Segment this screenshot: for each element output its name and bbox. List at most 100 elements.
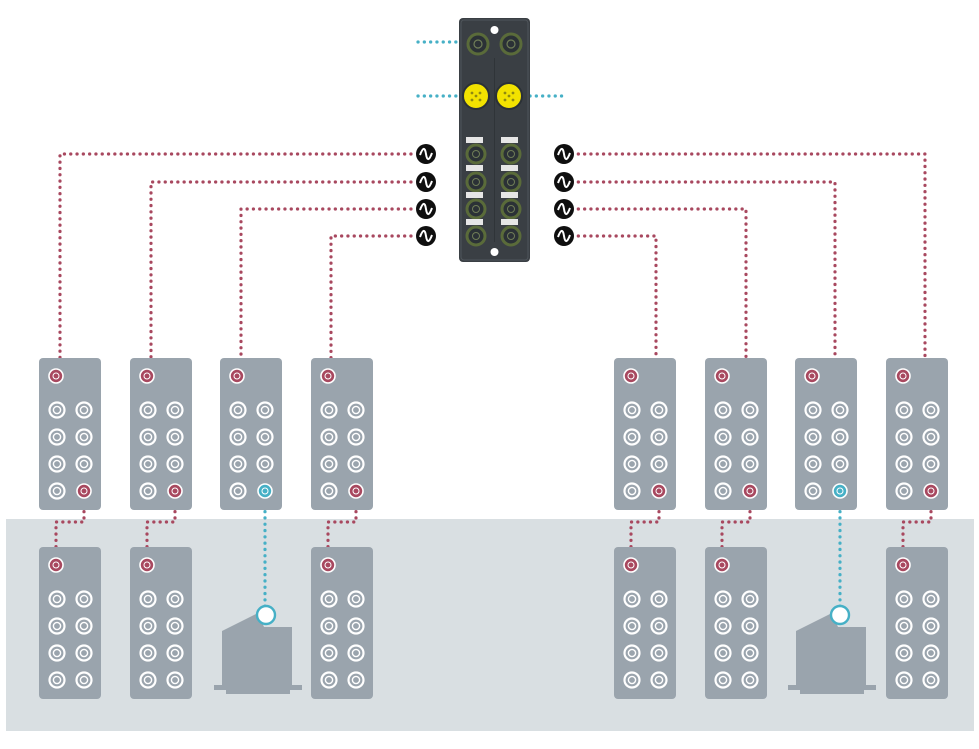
link-right-0 [570, 152, 927, 370]
hub-module-top-1[interactable] [39, 358, 101, 510]
master-io-port-5[interactable] [500, 198, 522, 220]
hub-module-bottom-6-port [741, 617, 759, 635]
hub-module-top-5-port [623, 428, 641, 446]
hub-module-top-7[interactable] [795, 358, 857, 510]
hub-module-top-2[interactable] [130, 358, 192, 510]
hub-module-bottom-1[interactable] [39, 547, 101, 699]
hub-module-bottom-4-port-inner [324, 648, 334, 658]
actuator-device-3[interactable] [214, 604, 302, 694]
hub-module-bottom-6-link-port-inner [718, 561, 726, 569]
sine-wave-icon-right-0-wave [557, 147, 571, 161]
hub-module-bottom-4-link-port [320, 557, 336, 573]
hub-module-top-1-out-port [76, 483, 92, 499]
actuator-device-3-foot [226, 690, 290, 694]
hub-module-top-4-port [320, 455, 338, 473]
hub-module-top-8[interactable] [886, 358, 948, 510]
hub-module-bottom-1-port [48, 590, 66, 608]
master-io-port-1[interactable] [500, 143, 522, 165]
hub-module-top-7-out-port-inner [836, 487, 844, 495]
hub-module-top-4-link-port [320, 368, 336, 384]
hub-module-bottom-5-port-inner [654, 675, 664, 685]
hub-module-bottom-2-port [139, 590, 157, 608]
hub-module-bottom-4[interactable] [311, 547, 373, 699]
hub-module-top-4-port [320, 428, 338, 446]
master-io-port-7[interactable] [500, 225, 522, 247]
master-power-pin [503, 91, 507, 95]
hub-module-bottom-6[interactable] [705, 547, 767, 699]
hub-module-bottom-2-port-inner [143, 621, 153, 631]
link-chain-5 [720, 497, 752, 559]
hub-module-top-6-port [741, 455, 759, 473]
hub-module-top-7-link-port [804, 368, 820, 384]
hub-module-bottom-4-port [347, 671, 365, 689]
hub-module-top-5-out-port [651, 483, 667, 499]
signal-icon-layer [416, 144, 574, 246]
hub-module-top-8-out-port-inner [927, 487, 935, 495]
io-link-master[interactable] [459, 18, 530, 262]
hub-module-bottom-8-port-inner [899, 621, 909, 631]
actuator-device-3-body [222, 613, 292, 685]
hub-module-bottom-5-port-inner [654, 621, 664, 631]
master-ethernet-port-inner-0 [473, 39, 483, 49]
hub-module-bottom-1-port [48, 671, 66, 689]
hub-module-top-4[interactable] [311, 358, 373, 510]
hub-module-top-3-port [229, 482, 247, 500]
hub-module-top-6-port-inner [745, 405, 755, 415]
hub-module-bottom-1-port [75, 617, 93, 635]
hub-module-top-1-port-inner [52, 459, 62, 469]
master-io-port-6[interactable] [465, 225, 487, 247]
hub-module-bottom-4-port-inner [324, 621, 334, 631]
hub-module-top-3-port-inner [233, 486, 243, 496]
hub-module-bottom-6-link-port [714, 557, 730, 573]
master-ethernet-port-1[interactable] [499, 32, 523, 56]
hub-module-top-6[interactable] [705, 358, 767, 510]
hub-module-bottom-1-port [75, 671, 93, 689]
hub-module-top-5-port-inner [627, 405, 637, 415]
hub-module-bottom-5-port [650, 671, 668, 689]
hub-module-bottom-4-port-inner [324, 594, 334, 604]
sine-wave-icon-left-2 [416, 199, 436, 219]
hub-module-bottom-5-link-port-inner [627, 561, 635, 569]
master-mount-hole [490, 26, 499, 34]
hub-module-top-3-port [256, 428, 274, 446]
hub-module-bottom-5-port [623, 671, 641, 689]
master-ethernet-port-inner-1 [506, 39, 516, 49]
hub-module-top-5-port-inner [627, 432, 637, 442]
hub-module-top-7-port-inner [835, 459, 845, 469]
hub-module-top-2-port [166, 401, 184, 419]
hub-module-top-7-port [804, 401, 822, 419]
master-ethernet-port-0[interactable] [466, 32, 490, 56]
hub-module-bottom-2-port [166, 644, 184, 662]
hub-module-top-3[interactable] [220, 358, 282, 510]
sine-wave-icon-left-3-wave [419, 229, 433, 243]
hub-module-bottom-2-link-port [139, 557, 155, 573]
link-chain-0 [54, 497, 86, 559]
master-io-port-3[interactable] [500, 171, 522, 193]
hub-module-top-2-port-inner [170, 432, 180, 442]
master-io-port-2[interactable] [465, 171, 487, 193]
master-port-label-plate [466, 137, 483, 143]
master-io-port-0[interactable] [465, 143, 487, 165]
hub-module-bottom-4-port-inner [324, 675, 334, 685]
hub-module-top-1-port-inner [52, 405, 62, 415]
hub-module-top-3-port-inner [233, 432, 243, 442]
hub-module-bottom-5[interactable] [614, 547, 676, 699]
hub-module-top-5[interactable] [614, 358, 676, 510]
master-io-port-4[interactable] [465, 198, 487, 220]
hub-module-top-5-port [650, 401, 668, 419]
master-power-pin [503, 98, 507, 102]
hub-module-top-6-port-inner [745, 459, 755, 469]
hub-module-top-5-port-inner [654, 405, 664, 415]
hub-module-top-5-port-inner [654, 432, 664, 442]
hub-module-bottom-6-port-inner [718, 594, 728, 604]
sine-wave-icon-left-1 [416, 172, 436, 192]
hub-module-bottom-5-port [623, 644, 641, 662]
hub-module-bottom-8-port [895, 590, 913, 608]
hub-module-bottom-1-link-port [48, 557, 64, 573]
hub-module-bottom-2[interactable] [130, 547, 192, 699]
master-power-pin [470, 91, 474, 95]
actuator-device-7[interactable] [788, 604, 876, 694]
link-left-0 [58, 152, 413, 370]
master-port-label-plate [501, 192, 518, 198]
hub-module-bottom-8[interactable] [886, 547, 948, 699]
